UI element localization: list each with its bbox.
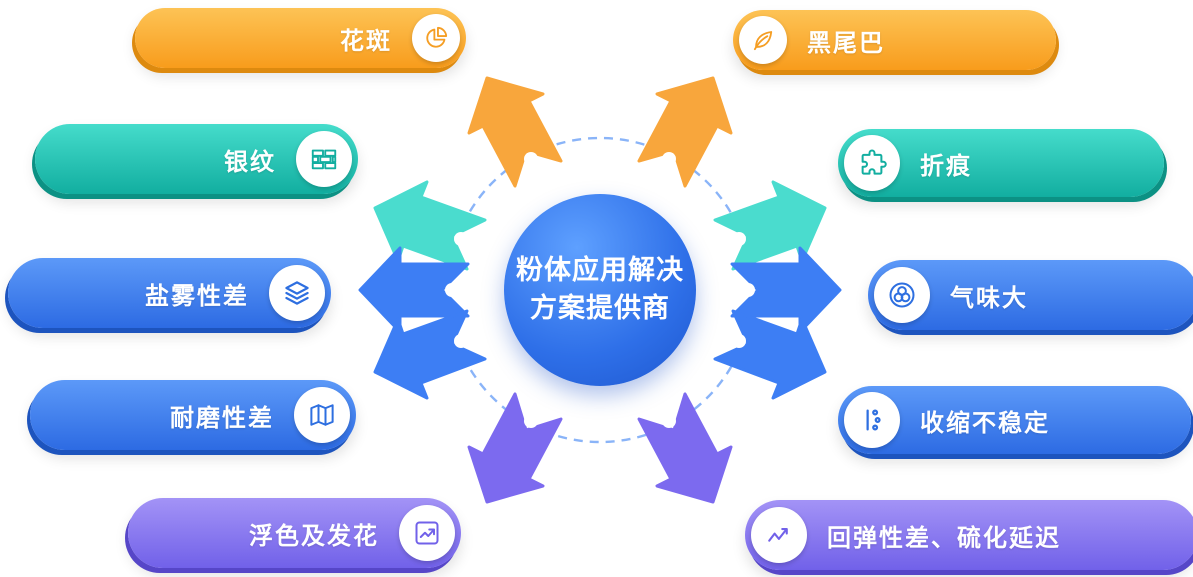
pill-heiweiba: 黑尾巴 (733, 10, 1056, 70)
arrow-to-huitanxingcha (637, 392, 733, 504)
pill-yanwuxingcha: 盐雾性差 (8, 258, 331, 328)
pill-naimoxingcha: 耐磨性差 (30, 380, 356, 450)
pill-label: 花斑 (340, 27, 392, 55)
pill-zhehen: 折痕 (838, 129, 1164, 197)
pill-shousuobuwending: 收缩不稳定 (838, 386, 1191, 454)
pill-label: 浮色及发花 (249, 522, 379, 550)
arrow-to-yanwuxingcha (358, 246, 470, 334)
pill-qiweida: 气味大 (868, 260, 1193, 330)
branch-dots-icon (844, 392, 900, 448)
leaf-icon (739, 16, 787, 64)
fan-circles-icon (874, 267, 930, 323)
pill-label: 折痕 (920, 152, 972, 180)
pill-fusejifahua: 浮色及发花 (128, 498, 461, 568)
map-icon (294, 387, 350, 443)
pill-yinwen: 银纹 (35, 124, 358, 194)
pill-label: 黑尾巴 (807, 29, 885, 57)
pill-label: 银纹 (224, 148, 276, 176)
arrow-to-huaban (467, 76, 563, 188)
center-title-line1: 粉体应用解决 (516, 255, 684, 286)
arrow-to-fusejifahua (467, 392, 563, 504)
pill-label: 收缩不稳定 (920, 409, 1050, 437)
pill-huaban: 花斑 (135, 8, 466, 68)
pill-label: 回弹性差、硫化延迟 (827, 524, 1061, 552)
pill-label: 气味大 (950, 284, 1028, 312)
arrow-to-naimoxingcha (373, 309, 487, 400)
arrow-to-shousuobuwending (713, 309, 827, 400)
pill-huitanxingcha: 回弹性差、硫化延迟 (745, 500, 1193, 570)
puzzle-icon (844, 135, 900, 191)
center-node: 粉体应用解决 方案提供商 (504, 194, 696, 386)
trend-line-icon (751, 507, 807, 563)
arrow-to-heiweiba (637, 76, 733, 188)
pie-chart-icon (412, 14, 460, 62)
pill-label: 盐雾性差 (145, 282, 249, 310)
bricks-icon (296, 131, 352, 187)
layers-icon (269, 265, 325, 321)
center-title-line2: 方案提供商 (530, 293, 670, 323)
chart-up-icon (399, 505, 455, 561)
pill-label: 耐磨性差 (170, 404, 274, 432)
